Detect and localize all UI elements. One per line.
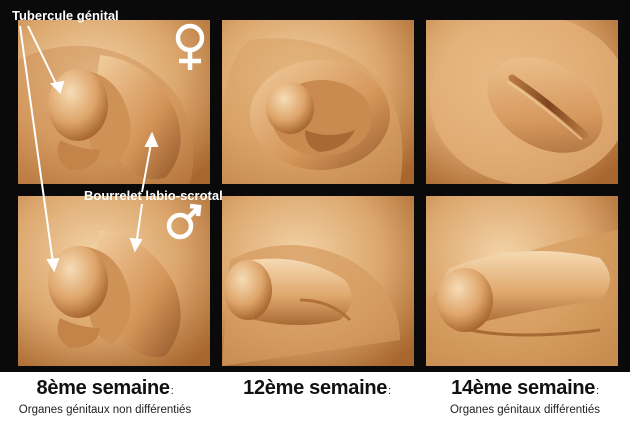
- panel-12-weeks-female: [222, 20, 414, 184]
- caption-week-label: 12ème semaine: [243, 377, 387, 399]
- caption-subtitle: Organes génitaux différentiés: [420, 403, 630, 418]
- panel-14-weeks-male: [426, 196, 618, 366]
- caption-week-label: 8ème semaine: [37, 377, 170, 399]
- caption-8-weeks: 8ème semaine: Organes génitaux non diffé…: [0, 376, 210, 418]
- panel-12-weeks-male: [222, 196, 414, 366]
- caption-subtitle: Organes génitaux non différentiés: [0, 403, 210, 418]
- caption-week-label: 14ème semaine: [451, 377, 595, 399]
- label-tubercule-genital: Tubercule génital: [12, 8, 119, 23]
- caption-12-weeks: 12ème semaine:: [212, 376, 422, 403]
- caption-14-weeks: 14ème semaine: Organes génitaux différen…: [420, 376, 630, 418]
- panel-14-weeks-female: [426, 15, 630, 185]
- label-bourrelet-labio-scrotal: Bourrelet labio-scrotal: [84, 188, 223, 203]
